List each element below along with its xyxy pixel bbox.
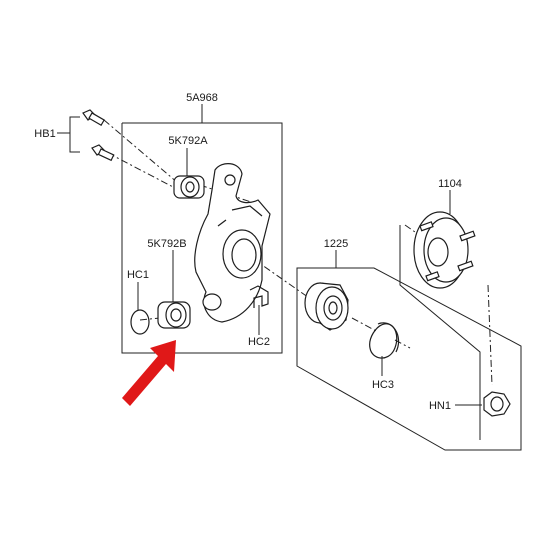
bolt-group bbox=[57, 109, 115, 162]
lower-bush-icon bbox=[157, 250, 191, 329]
clip-icon bbox=[249, 285, 269, 335]
hub-nut-icon bbox=[455, 391, 511, 417]
callout-o-ring: HC1 bbox=[127, 269, 149, 281]
knuckle-group-frame bbox=[121, 104, 283, 354]
wheel-hub-icon bbox=[413, 190, 476, 289]
circlip-icon bbox=[369, 322, 400, 376]
callout-bolt: HB1 bbox=[34, 128, 55, 140]
o-ring-icon bbox=[130, 282, 150, 335]
upper-bush-icon bbox=[173, 148, 205, 199]
callout-nut: HN1 bbox=[429, 400, 451, 412]
callout-clip: HC2 bbox=[248, 336, 270, 348]
hub-group-frame bbox=[296, 250, 522, 451]
wheel-bearing-icon bbox=[304, 282, 349, 331]
callout-circlip: HC3 bbox=[372, 379, 394, 391]
callout-lower-bush: 5K792B bbox=[147, 238, 186, 250]
callout-bearing: 1225 bbox=[324, 238, 348, 250]
callout-knuckle: 5A968 bbox=[186, 92, 218, 104]
assembly-axes bbox=[103, 119, 493, 386]
bolt-lower-icon bbox=[91, 144, 115, 162]
callout-hub: 1104 bbox=[438, 178, 462, 190]
hub-frame bbox=[399, 225, 481, 440]
pointer-arrow bbox=[122, 340, 176, 406]
steering-knuckle-icon bbox=[194, 163, 271, 323]
callout-upper-bush: 5K792A bbox=[168, 135, 208, 147]
bolt-upper-icon bbox=[82, 109, 105, 127]
